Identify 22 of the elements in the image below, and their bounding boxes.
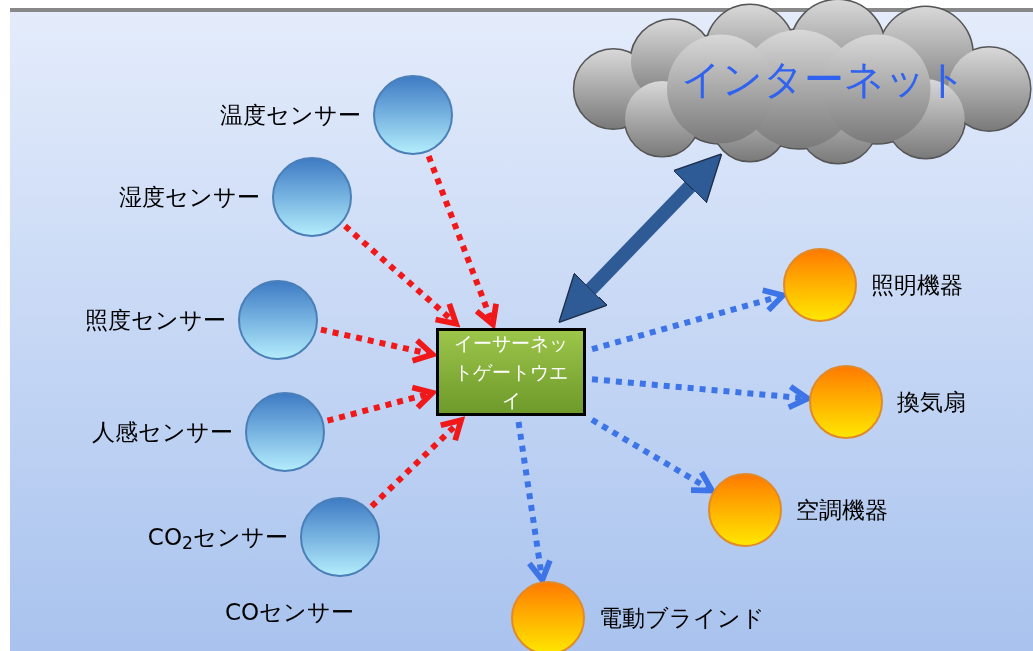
device-label: 照明機器 [871,270,963,300]
arrow [326,384,436,424]
arrow [590,417,715,494]
gateway-box [436,328,586,416]
device-label: 換気扇 [897,387,966,417]
device-label: 電動ブラインド [599,603,765,633]
device-label: 温度センサー [220,100,361,130]
arrow [425,155,499,328]
arrow [591,376,811,411]
device-label: 空調機器 [796,495,888,525]
device-label: 人感センサー [92,417,233,447]
device-label: 湿度センサー [119,182,260,212]
gateway-label: イーサーネットゲートウエイ [453,331,569,414]
arrow [320,326,436,364]
arrow [515,421,553,583]
cloud-label: インターネット [681,55,967,104]
sensor-label: COセンサー [225,598,355,627]
arrow [343,223,459,327]
device-label: 照度センサー [85,305,226,335]
arrow [558,153,723,323]
arrow [369,417,464,509]
device-label: CO$_{2}$センサー [147,522,288,555]
